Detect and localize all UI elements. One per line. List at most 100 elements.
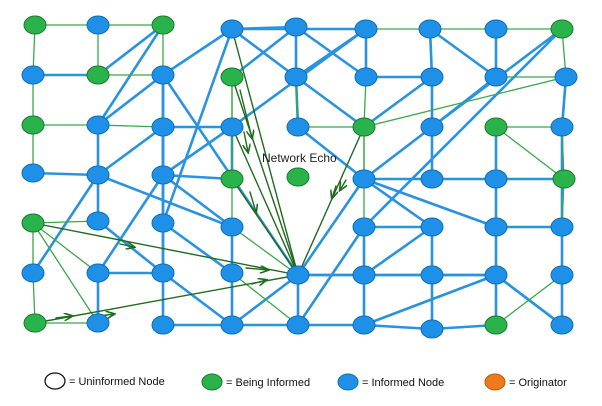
edge-being-informed: [495, 274, 563, 326]
edge-informed: [161, 221, 234, 275]
echo-arrow: [32, 222, 299, 276]
node-informed: [151, 65, 175, 85]
node-informed: [550, 265, 574, 285]
edge-being-informed: [32, 222, 99, 324]
node-being-informed: [352, 117, 376, 137]
legend-swatch-informed: [337, 373, 359, 391]
edge-informed: [230, 273, 300, 327]
edge-informed: [161, 125, 234, 177]
node-being-informed: [23, 313, 47, 333]
node-informed: [86, 115, 110, 135]
node-informed: [420, 67, 444, 87]
echo-arrowhead: [239, 89, 252, 138]
edge-informed: [296, 125, 366, 181]
node-informed: [418, 19, 442, 39]
node-informed: [352, 169, 376, 189]
nodes-layer: [21, 15, 578, 339]
edge-informed: [96, 73, 165, 127]
node-informed: [220, 117, 244, 137]
echo-arrowhead: [340, 179, 346, 190]
edge-informed: [294, 75, 366, 129]
node-informed: [286, 265, 310, 285]
echo-arrow: [231, 126, 299, 276]
edge-informed: [31, 173, 100, 275]
legend-label-originator: = Originator: [509, 377, 567, 389]
edge-informed: [294, 25, 368, 79]
node-informed: [352, 217, 376, 237]
legend-item-originator: = Originator: [484, 373, 567, 391]
edge-informed: [428, 27, 498, 79]
node-informed: [220, 217, 244, 237]
node-informed: [86, 165, 110, 185]
node-informed: [151, 315, 175, 335]
node-informed: [286, 315, 310, 335]
node-informed: [420, 217, 444, 237]
node-informed: [151, 213, 175, 233]
edge-informed: [96, 125, 165, 177]
node-being-informed: [21, 115, 45, 135]
legend: = Uninformed Node = Being Informed = Inf…: [44, 372, 567, 391]
node-informed: [21, 263, 45, 283]
node-informed: [550, 217, 574, 237]
edge-informed: [161, 271, 234, 327]
node-informed: [550, 117, 574, 137]
node-being-informed: [550, 19, 574, 39]
node-informed: [151, 117, 175, 137]
edge-being-informed: [363, 76, 567, 128]
node-being-informed: [21, 213, 45, 233]
node-informed: [354, 67, 378, 87]
node-being-informed: [220, 67, 244, 87]
echo-arrowhead: [244, 131, 248, 152]
edge-informed: [362, 125, 434, 181]
echo-arrowhead: [251, 280, 266, 284]
node-informed: [484, 169, 508, 189]
edge-being-informed: [231, 226, 299, 276]
edge-informed: [161, 173, 234, 181]
echo-arrow: [297, 126, 365, 276]
node-informed: [151, 165, 175, 185]
node-informed: [550, 315, 574, 335]
legend-label-uninformed: = Uninformed Node: [69, 376, 165, 388]
edge-informed: [161, 173, 234, 229]
echo-arrowhead: [332, 185, 336, 198]
node-informed: [220, 19, 244, 39]
edge-informed: [362, 177, 498, 229]
node-informed: [484, 19, 508, 39]
node-being-informed: [23, 15, 47, 35]
echo-arrow: [231, 76, 299, 276]
echo-arrows-layer: [32, 28, 365, 324]
legend-swatch-uninformed: [44, 372, 66, 390]
node-informed: [220, 315, 244, 335]
edge-being-informed: [32, 222, 99, 274]
echo-arrowhead: [249, 191, 256, 212]
edge-informed: [296, 177, 366, 277]
node-being-informed: [86, 65, 110, 85]
edge-informed: [161, 27, 234, 77]
edge-being-informed: [231, 272, 299, 326]
network-echo-label: Network Echo: [262, 151, 337, 165]
node-informed: [21, 65, 45, 85]
node-informed: [284, 67, 308, 87]
node-informed: [420, 169, 444, 189]
node-being-informed: [220, 169, 244, 189]
node-informed: [420, 117, 444, 137]
edge-informed: [96, 173, 165, 275]
echo-arrowhead: [55, 316, 72, 318]
legend-item-informed: = Informed Node: [337, 373, 444, 391]
edge-informed: [362, 177, 434, 229]
edge-informed: [362, 273, 498, 327]
node-informed: [484, 217, 508, 237]
node-being-informed: [552, 169, 576, 189]
legend-item-being-informed: = Being Informed: [201, 373, 310, 391]
node-being-informed: [286, 167, 310, 187]
node-informed: [420, 319, 444, 339]
edge-informed: [161, 27, 234, 225]
node-informed: [420, 265, 444, 285]
node-informed: [284, 17, 308, 37]
node-informed: [21, 163, 45, 183]
edge-being-informed: [495, 126, 565, 180]
node-informed: [86, 15, 110, 35]
node-being-informed: [484, 315, 508, 335]
